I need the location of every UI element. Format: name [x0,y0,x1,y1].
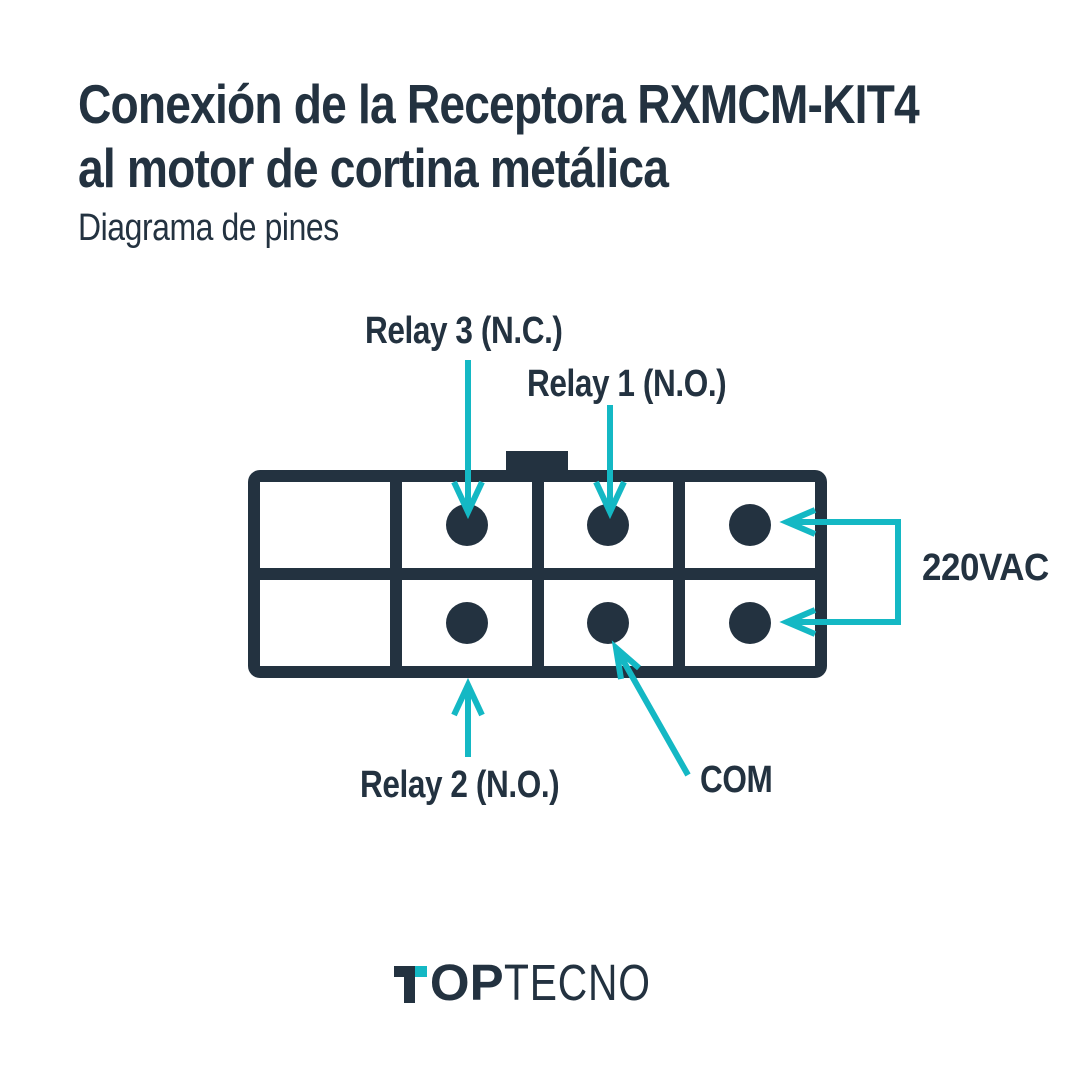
label-relay3: Relay 3 (N.C.) [365,310,563,352]
logo-text-light: TECNO [503,954,651,1011]
logo-text-bold: OP [429,954,504,1011]
label-relay1: Relay 1 (N.O.) [527,363,727,405]
connector-cell-r2c3 [543,580,674,666]
pin-relay3-nc [445,504,488,546]
pin-com [587,602,630,644]
connector-cell-r2c2 [401,580,532,666]
label-com: COM [700,759,773,801]
logo-t-stem [403,966,415,1003]
page-title-line2: al motor de cortina metálica [78,137,669,199]
connector-cell-r2c1 [260,580,390,666]
logo-t-accent-square [414,966,427,977]
connector-cell-r1c3 [543,482,674,568]
connector-body [248,470,827,678]
connector-cell-r1c4 [685,482,815,568]
connector-cell-r1c2 [401,482,532,568]
page-title-line1: Conexión de la Receptora RXMCM-KIT4 [78,73,920,135]
connector-cell-r1c1 [260,482,390,568]
pin-220vac-bottom [729,602,772,644]
logo-t-mark [393,966,427,1003]
pin-220vac-top [729,504,772,546]
pin-relay2-no [445,602,488,644]
relay2-arrow [451,677,485,757]
label-relay2: Relay 2 (N.O.) [360,764,560,806]
connector-cell-r2c4 [685,580,815,666]
pin-relay1-no [587,504,630,546]
page-subtitle: Diagrama de pines [78,207,339,249]
page-title: Conexión de la Receptora RXMCM-KIT4 al m… [78,72,920,200]
brand-logo: OP TECNO [0,957,1081,1008]
label-220vac: 220VAC [922,547,1049,589]
